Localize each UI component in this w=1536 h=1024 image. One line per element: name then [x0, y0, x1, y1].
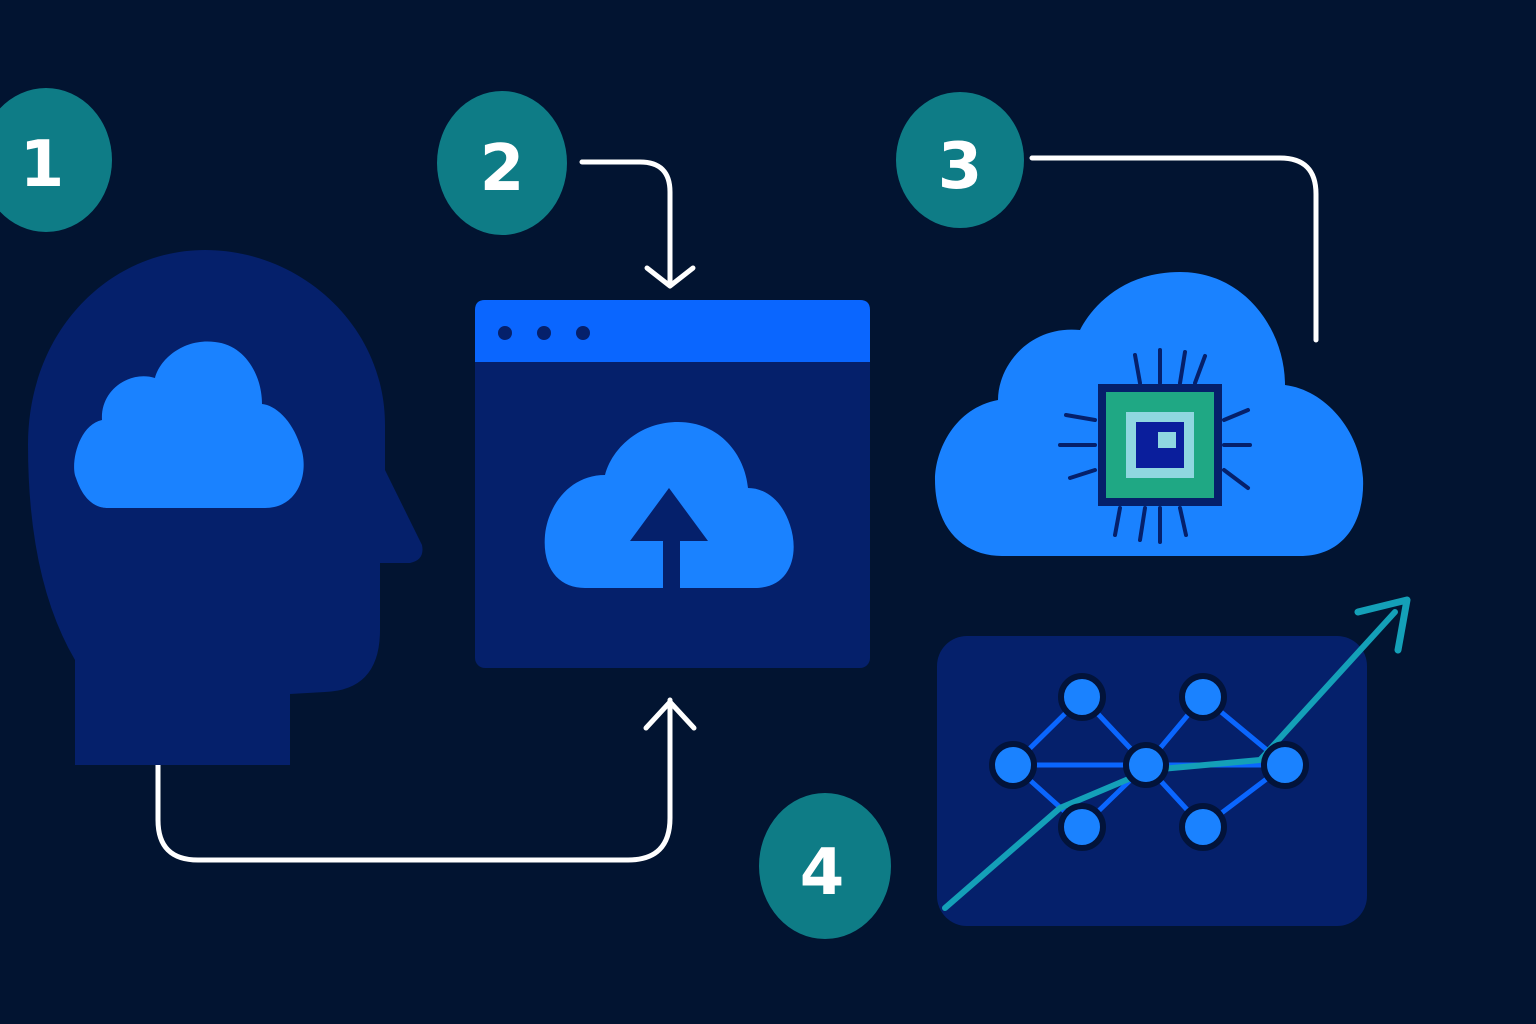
step-2-circle — [437, 91, 567, 235]
network-node — [1179, 673, 1227, 721]
step-4-badge: 4 — [759, 793, 891, 939]
network-node — [989, 741, 1037, 789]
network-node — [1123, 742, 1169, 788]
step-4-number: 4 — [800, 836, 845, 910]
step-1-circle — [0, 88, 112, 232]
arrowhead-down — [644, 265, 696, 289]
network-node — [1179, 803, 1227, 851]
arrowhead-up — [643, 699, 697, 731]
network-nodes — [989, 673, 1309, 851]
browser-window-upload-icon — [475, 300, 870, 668]
cloud-chip-icon — [935, 272, 1364, 556]
step-3-circle — [896, 92, 1024, 228]
window-title-bar — [475, 300, 870, 362]
chip-notch — [1158, 432, 1176, 448]
network-growth-icon — [937, 596, 1411, 926]
step-4-circle — [759, 793, 891, 939]
step-2-badge: 2 — [437, 91, 567, 235]
head-with-cloud-icon — [28, 250, 423, 765]
connector-2-to-window — [579, 159, 673, 287]
window-dot-icon — [576, 326, 590, 340]
window-dot-icon — [537, 326, 551, 340]
step-1-number: 1 — [20, 128, 65, 202]
upload-arrow-icon — [630, 488, 708, 588]
network-node — [1261, 741, 1309, 789]
growth-arrowhead-icon — [1354, 596, 1411, 654]
window-dot-icon — [498, 326, 512, 340]
chip-pins — [1058, 348, 1252, 544]
step-3-number: 3 — [938, 130, 983, 204]
network-node — [1058, 673, 1106, 721]
connector-3-to-cloud — [1029, 155, 1319, 343]
network-node — [1058, 803, 1106, 851]
step-3-badge: 3 — [896, 92, 1024, 228]
thought-cloud-icon — [74, 341, 304, 508]
step-1-badge: 1 — [0, 88, 112, 232]
step-2-number: 2 — [480, 132, 525, 206]
connector-head-to-window — [155, 697, 673, 863]
